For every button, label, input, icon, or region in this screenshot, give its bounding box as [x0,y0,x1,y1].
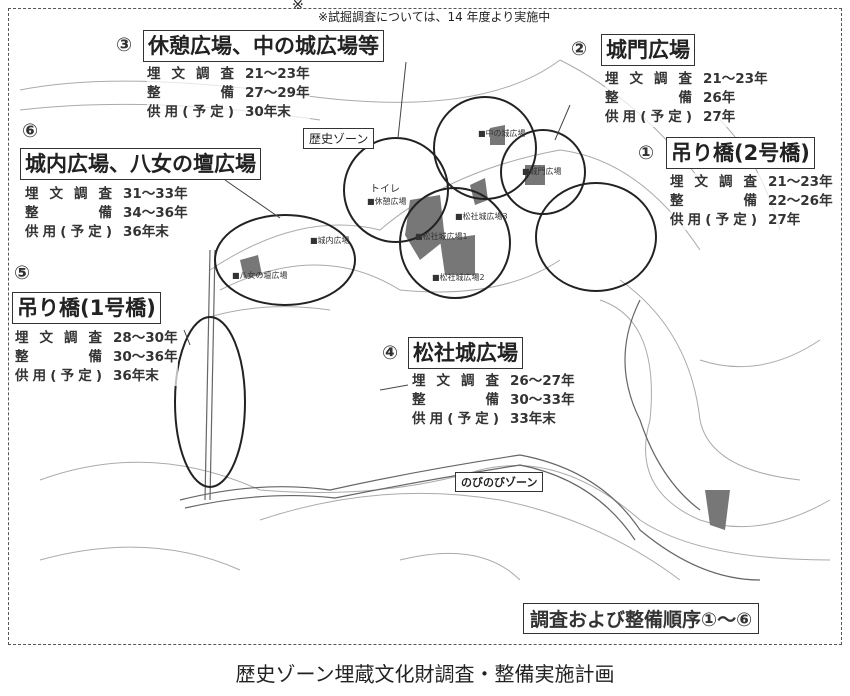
map-frame [8,8,842,645]
map-label-toilet: トイレ [370,184,400,195]
open-label: 供用(予定) [15,368,103,384]
area-schedule: 埋文調査 26〜27年 整 備 30〜33年 供用(予定) 33年末 [412,372,575,429]
area-schedule: 埋文調査 31〜33年 整 備 34〜36年 供用(予定) 36年末 [25,185,188,242]
figure-caption: 歴史ゾーン埋蔵文化財調査・整備実施計画 [235,662,615,686]
map-label-gate: ■城門広場 [522,167,562,176]
area-title: 城門広場 [601,34,695,66]
area-number: ⑤ [14,262,31,284]
maintenance-years: 22〜26年 [768,193,833,209]
maintenance-years: 30〜36年 [113,349,178,365]
map-label-matsu3: ■松社城広場3 [455,212,508,221]
area-title: 吊り橋(1号橋) [12,292,161,324]
area-schedule: 埋文調査 21〜23年 整 備 27〜29年 供用(予定) 30年末 [147,65,310,122]
survey-years: 21〜23年 [703,71,768,87]
maintenance-years: 30〜33年 [510,392,575,408]
open-label: 供用(予定) [605,109,693,125]
survey-years: 26〜27年 [510,373,575,389]
open-label: 供用(予定) [25,224,113,240]
maintenance-label: 整 備 [15,349,103,365]
survey-label: 埋文調査 [147,66,235,82]
maintenance-label: 整 備 [605,90,693,106]
open-year: 33年末 [510,411,556,427]
map-label-matsu2: ■松社城広場2 [432,273,485,282]
circle-area-2-gate [500,129,586,215]
map-label-nakanojo: ■中の城広場 [478,129,526,138]
maintenance-years: 34〜36年 [123,205,188,221]
area-schedule: 埋文調査 28〜30年 整 備 30〜36年 供用(予定) 36年末 [15,329,178,386]
area-title: 吊り橋(2号橋) [666,137,815,169]
open-label: 供用(予定) [670,212,758,228]
circle-area-3-nakanojo [433,96,537,200]
maintenance-years: 26年 [703,90,736,106]
area-title: 城内広場、八女の壇広場 [20,148,261,180]
area-number: ⑥ [22,120,39,142]
order-label: 調査および整備順序①〜⑥ [523,603,760,634]
circle-area-5-bridge1 [174,316,246,488]
area-title: 松社城広場 [408,337,523,369]
maintenance-label: 整 備 [670,193,758,209]
area-circles [174,96,657,488]
open-year: 36年末 [113,368,159,384]
survey-years: 31〜33年 [123,186,188,202]
circle-area-6-jonai [214,214,356,306]
area-number: ③ [116,34,133,56]
roads [179,249,761,581]
nobinobi-zone-label: のびのびゾーン [455,472,544,492]
survey-label: 埋文調査 [670,174,758,190]
survey-years: 21〜23年 [245,66,310,82]
leader-lines [183,61,571,391]
map-label-yame: ■八女の壇広場 [232,271,288,280]
plazas [240,125,730,530]
open-year: 36年末 [123,224,169,240]
history-zone-label: 歴史ゾーン [303,128,375,149]
maintenance-label: 整 備 [412,392,500,408]
maintenance-label: 整 備 [147,85,235,101]
map-label-jonai: ■城内広場 [310,236,350,245]
area-title: 休憩広場、中の城広場等 [143,30,384,62]
maintenance-label: 整 備 [25,205,113,221]
survey-years: 28〜30年 [113,330,178,346]
area-number: ① [638,142,655,164]
map-label-matsu1: ■松社城広場1 [415,232,468,241]
note-mark: ※ [292,0,304,13]
open-year: 27年 [768,212,801,228]
circle-area-1-bridge2 [535,182,657,292]
area-schedule: 埋文調査 21〜23年 整 備 22〜26年 供用(予定) 27年 [670,173,833,230]
survey-label: 埋文調査 [25,186,113,202]
open-label: 供用(予定) [147,104,235,120]
survey-label: 埋文調査 [605,71,693,87]
area-number: ④ [382,342,399,364]
maintenance-years: 27〜29年 [245,85,310,101]
open-year: 27年 [703,109,736,125]
open-year: 30年末 [245,104,291,120]
circle-area-3-rest [343,137,449,243]
note-text: ※試掘調査については、14 年度より実施中 [318,10,551,24]
survey-label: 埋文調査 [15,330,103,346]
survey-years: 21〜23年 [768,174,833,190]
map-label-rest: ■休憩広場 [367,197,407,206]
survey-label: 埋文調査 [412,373,500,389]
circle-area-4-matsu [399,187,511,299]
area-number: ② [571,38,588,60]
open-label: 供用(予定) [412,411,500,427]
area-schedule: 埋文調査 21〜23年 整 備 26年 供用(予定) 27年 [605,70,768,127]
